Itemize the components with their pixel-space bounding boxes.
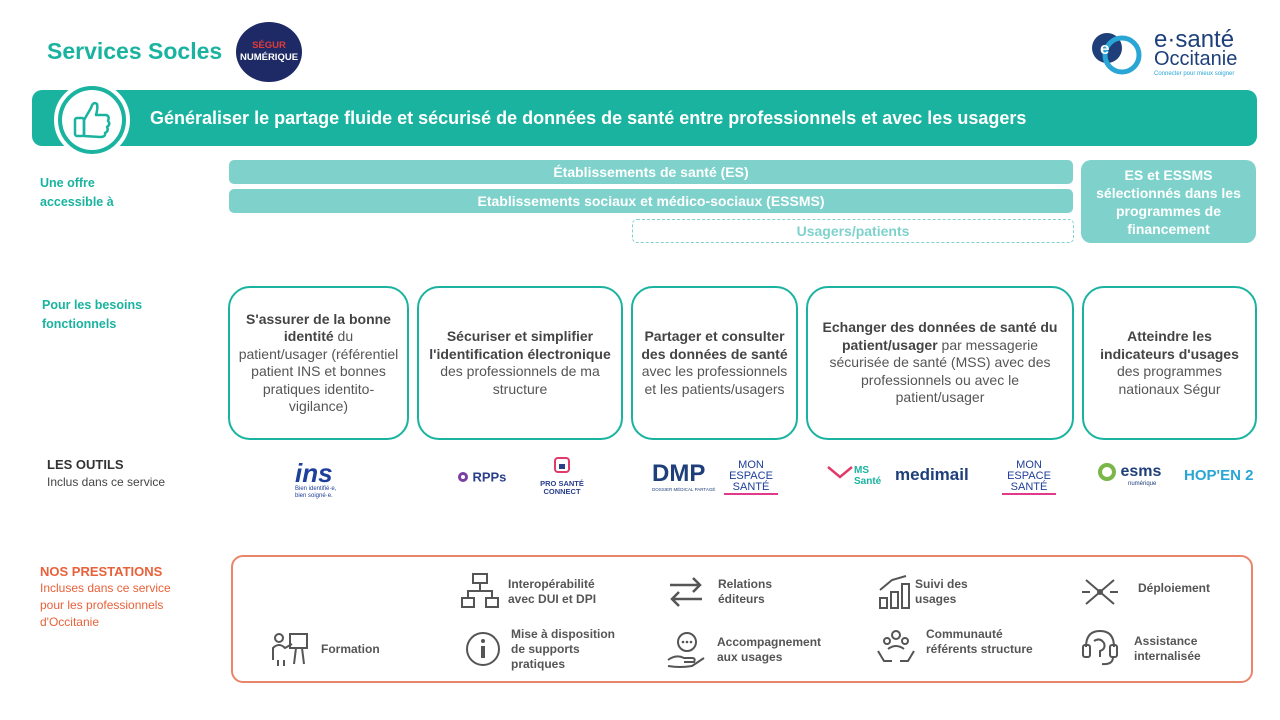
tool-dmp-sub: DOSSIER MÉDICAL PARTAGÉ: [652, 487, 716, 492]
segur-logo-line2: NUMÉRIQUE: [239, 52, 299, 63]
prestations-sub: Incluses dans ce service pour les profes…: [40, 581, 171, 629]
esante-occitanie-logo: e e·santé Occitanie Connecter pour mieux…: [1090, 26, 1260, 82]
prestation-suivi-usages: Suivi des usages: [915, 577, 968, 606]
bar-usagers: Usagers/patients: [632, 219, 1074, 243]
need-card-indicators: Atteindre les indicateurs d'usages des p…: [1082, 286, 1257, 440]
need-card-text: des programmes nationaux Ségur: [1116, 363, 1223, 397]
deployment-arrows-icon: [1082, 579, 1118, 605]
segur-logo-line1: SÉGUR: [252, 40, 286, 51]
page-title: Services Socles: [47, 38, 223, 64]
esante-logo-icon: e: [1092, 33, 1142, 75]
prestation-accompagnement: Accompagnement aux usages: [717, 635, 822, 664]
tool-esms-text: esms: [1120, 463, 1162, 480]
tool-rpps-logo: RPPs: [458, 468, 506, 486]
side-box-essms: ES et ESSMS sélectionnés dans les progra…: [1081, 160, 1256, 243]
offer-label: Une offre accessible à: [40, 176, 114, 209]
svg-text:e: e: [1100, 39, 1109, 58]
need-card-text: des professionnels de ma structure: [440, 363, 600, 397]
thumb-badge-inner: [62, 90, 122, 150]
bar-chart-icon: [879, 575, 910, 609]
need-card-text: du patient/usager (référentiel patient I…: [238, 328, 399, 414]
prestation-formation: Formation: [321, 642, 380, 656]
need-card-text: avec les professionnels et les patients/…: [641, 363, 788, 397]
bar-essms: Etablissements sociaux et médico-sociaux…: [229, 189, 1073, 213]
tool-rpps-text: RPPs: [472, 469, 507, 485]
tool-mssante-text: MS Santé: [854, 465, 882, 487]
training-icon: [272, 633, 308, 666]
tool-prosante-logo: PRO SANTÉ CONNECT: [536, 455, 588, 496]
need-card-bold: Echanger des données de santé du patient…: [822, 319, 1058, 353]
assistance-headset-icon: [1082, 629, 1118, 666]
tool-mssante-logo: MS Santé: [826, 463, 881, 488]
prestation-assistance: Assistance internalisée: [1134, 634, 1201, 663]
tool-dmp-text: DMP: [652, 460, 706, 487]
mss-envelope-icon: [827, 466, 853, 479]
tool-medimail-logo: medimail: [895, 465, 969, 484]
esms-ring-icon: [1098, 463, 1116, 481]
tool-hopen2-logo: HOP'EN 2: [1184, 467, 1254, 484]
need-card-identity: S'assurer de la bonne identité du patien…: [228, 286, 409, 440]
need-card-bold: S'assurer de la bonne identité: [246, 310, 391, 345]
tool-ins-logo: ins Bien identifié·e, bien soigné·e.: [295, 460, 345, 500]
need-card-sharing: Partager et consulter des données de san…: [631, 286, 798, 440]
need-card-text: par messagerie sécurisée de santé (MSS) …: [829, 336, 1051, 406]
tool-ins-tagline: Bien identifié·e, bien soigné·e.: [295, 486, 337, 499]
prestation-communaute: Communauté référents structure: [926, 627, 1033, 656]
banner-text: Généraliser le partage fluide et sécuris…: [150, 108, 1027, 128]
rpps-dot-icon: [458, 471, 468, 482]
headline-banner: [32, 90, 1257, 146]
need-card-bold: Partager et consulter des données de san…: [641, 328, 788, 362]
segur-numerique-logo: SÉGUR NUMÉRIQUE: [236, 22, 302, 82]
need-card-identification: Sécuriser et simplifier l'identification…: [417, 286, 623, 440]
need-card-bold: Sécuriser et simplifier l'identification…: [429, 328, 611, 362]
tool-dmp-logo: DMP DOSSIER MÉDICAL PARTAGÉ: [652, 460, 716, 493]
prestation-deploiement: Déploiement: [1138, 581, 1211, 595]
tools-sub: Inclus dans ce service: [47, 475, 166, 489]
logo-text-esante: e·santé: [1154, 26, 1235, 53]
info-icon: [466, 632, 500, 666]
tool-mon-espace-sante-logo: MON ESPACE SANTÉ: [724, 460, 778, 495]
logo-tagline: Connecter pour mieux soigner: [1154, 71, 1235, 77]
needs-label: Pour les besoins fonctionnels: [42, 298, 143, 331]
prestations-box: [231, 555, 1253, 683]
lock-icon: [554, 457, 570, 473]
exchange-arrows-icon: [670, 577, 702, 607]
prestations-label: NOS PRESTATIONS: [40, 564, 163, 579]
tool-esms-sub: numérique: [1128, 481, 1157, 488]
logo-text-occitanie: Occitanie: [1154, 48, 1238, 70]
need-card-messaging: Echanger des données de santé du patient…: [806, 286, 1074, 440]
tools-label: LES OUTILS: [47, 457, 124, 472]
tool-mon-espace-sante-logo-2: MON ESPACE SANTÉ: [1002, 460, 1056, 495]
tool-prosante-text: PRO SANTÉ CONNECT: [540, 479, 584, 496]
bar-es: Établissements de santé (ES): [229, 160, 1073, 184]
support-hand-icon: [667, 632, 705, 668]
tool-esms-logo: esms numérique: [1098, 463, 1161, 487]
tool-ins-text: ins: [295, 458, 333, 488]
interoperability-icon: [461, 573, 499, 608]
prestation-interoperabilite: Interopérabilité avec DUI et DPI: [508, 577, 597, 606]
thumbs-up-icon: [73, 101, 111, 139]
need-card-bold: Atteindre les indicateurs d'usages: [1100, 328, 1239, 362]
prestation-supports: Mise à disposition de supports pratiques: [511, 627, 616, 671]
prestation-relations-editeurs: Relations éditeurs: [718, 577, 773, 606]
community-icon: [877, 630, 915, 662]
